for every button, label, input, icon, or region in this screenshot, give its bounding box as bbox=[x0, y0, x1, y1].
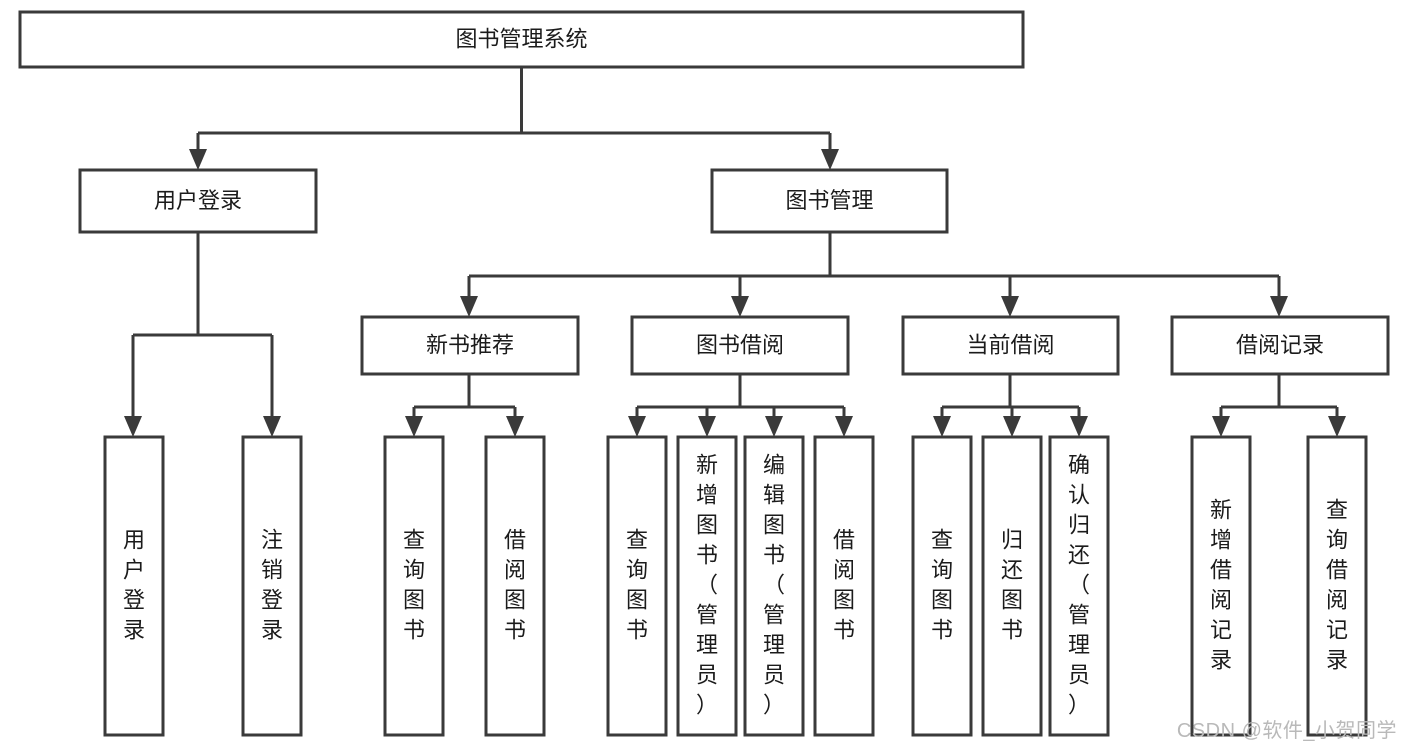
node-label-leaf-add-book: 新增图书（管理员） bbox=[696, 453, 718, 718]
node-leaf-confirm-return[interactable]: 确认归还（管理员） bbox=[1048, 435, 1110, 737]
node-leaf-add-book[interactable]: 新增图书（管理员） bbox=[676, 435, 738, 737]
node-borrow-record[interactable]: 借阅记录 bbox=[1170, 315, 1390, 376]
conn-rec-1-arrow-icon bbox=[405, 416, 423, 437]
csdn-watermark: CSDN @软件_小贺同学 bbox=[1176, 720, 1397, 742]
node-box-borrow-record[interactable] bbox=[1170, 315, 1390, 376]
conn-record-1-arrow-icon bbox=[1212, 416, 1230, 437]
node-leaf-query-book-rec[interactable]: 查询图书 bbox=[383, 435, 445, 737]
node-box-leaf-borrow-book[interactable] bbox=[813, 435, 875, 737]
node-label-leaf-add-record: 新增借阅记录 bbox=[1210, 498, 1232, 673]
node-book-manage[interactable]: 图书管理 bbox=[710, 168, 949, 234]
conn-borrow-3-arrow-icon bbox=[765, 416, 783, 437]
node-box-leaf-return-book[interactable] bbox=[981, 435, 1043, 737]
node-user-login[interactable]: 用户登录 bbox=[78, 168, 318, 234]
connector-layer bbox=[124, 67, 1346, 437]
node-leaf-return-book[interactable]: 归还图书 bbox=[981, 435, 1043, 737]
conn-root-to-book-manage-arrow-icon bbox=[821, 149, 839, 170]
node-label-leaf-confirm-return: 确认归还（管理员） bbox=[1068, 453, 1090, 718]
node-leaf-logout[interactable]: 注销登录 bbox=[241, 435, 303, 737]
node-leaf-borrow-book[interactable]: 借阅图书 bbox=[813, 435, 875, 737]
node-label-leaf-query-book-current: 查询图书 bbox=[931, 528, 953, 643]
node-box-new-book-recommend[interactable] bbox=[360, 315, 580, 376]
node-label-leaf-user-login: 用户登录 bbox=[123, 528, 145, 643]
node-box-leaf-add-record[interactable] bbox=[1190, 435, 1252, 737]
conn-current-1-arrow-icon bbox=[933, 416, 951, 437]
conn-borrow-4-arrow-icon bbox=[835, 416, 853, 437]
node-box-leaf-query-record[interactable] bbox=[1306, 435, 1368, 737]
node-label-leaf-borrow-book-rec: 借阅图书 bbox=[504, 528, 526, 643]
node-label-user-login: 用户登录 bbox=[154, 188, 242, 213]
node-book-borrow[interactable]: 图书借阅 bbox=[630, 315, 850, 376]
conn-root-to-user-login-arrow-icon bbox=[189, 149, 207, 170]
node-root[interactable]: 图书管理系统 bbox=[18, 10, 1025, 69]
node-label-current-borrow: 当前借阅 bbox=[966, 332, 1054, 357]
node-box-root[interactable] bbox=[18, 10, 1025, 69]
conn-borrow-2-arrow-icon bbox=[698, 416, 716, 437]
node-label-new-book-recommend: 新书推荐 bbox=[426, 332, 514, 357]
node-label-leaf-logout: 注销登录 bbox=[261, 528, 283, 643]
node-new-book-recommend[interactable]: 新书推荐 bbox=[360, 315, 580, 376]
node-box-current-borrow[interactable] bbox=[901, 315, 1120, 376]
node-label-leaf-query-record: 查询借阅记录 bbox=[1326, 498, 1348, 673]
conn-current-3-arrow-icon bbox=[1070, 416, 1088, 437]
node-leaf-add-record[interactable]: 新增借阅记录 bbox=[1190, 435, 1252, 737]
node-label-leaf-borrow-book: 借阅图书 bbox=[833, 528, 855, 643]
node-current-borrow[interactable]: 当前借阅 bbox=[901, 315, 1120, 376]
conn-bm-1-arrow-icon bbox=[460, 296, 478, 317]
node-box-leaf-borrow-book-rec[interactable] bbox=[484, 435, 546, 737]
node-leaf-user-login[interactable]: 用户登录 bbox=[103, 435, 165, 737]
node-label-borrow-record: 借阅记录 bbox=[1236, 332, 1324, 357]
node-leaf-edit-book[interactable]: 编辑图书（管理员） bbox=[743, 435, 805, 737]
node-leaf-query-record[interactable]: 查询借阅记录 bbox=[1306, 435, 1368, 737]
node-label-root: 图书管理系统 bbox=[455, 26, 587, 51]
node-layer: 图书管理系统用户登录图书管理新书推荐图书借阅当前借阅借阅记录用户登录注销登录查询… bbox=[18, 10, 1390, 737]
conn-bm-2-arrow-icon bbox=[731, 296, 749, 317]
node-box-leaf-query-book-current[interactable] bbox=[911, 435, 973, 737]
node-box-book-manage[interactable] bbox=[710, 168, 949, 234]
node-leaf-query-book-borrow[interactable]: 查询图书 bbox=[606, 435, 668, 737]
conn-current-2-arrow-icon bbox=[1003, 416, 1021, 437]
node-label-leaf-query-book-rec: 查询图书 bbox=[403, 528, 425, 643]
node-label-leaf-query-book-borrow: 查询图书 bbox=[626, 528, 648, 643]
node-box-leaf-user-login[interactable] bbox=[103, 435, 165, 737]
conn-bm-4-arrow-icon bbox=[1270, 296, 1288, 317]
conn-ul-2-arrow-icon bbox=[263, 416, 281, 437]
node-box-leaf-confirm-return[interactable] bbox=[1048, 435, 1110, 737]
node-box-leaf-query-book-rec[interactable] bbox=[383, 435, 445, 737]
node-box-leaf-logout[interactable] bbox=[241, 435, 303, 737]
node-label-book-borrow: 图书借阅 bbox=[696, 332, 784, 357]
conn-rec-2-arrow-icon bbox=[506, 416, 524, 437]
node-leaf-borrow-book-rec[interactable]: 借阅图书 bbox=[484, 435, 546, 737]
node-label-leaf-edit-book: 编辑图书（管理员） bbox=[763, 453, 785, 718]
node-box-user-login[interactable] bbox=[78, 168, 318, 234]
conn-record-2-arrow-icon bbox=[1328, 416, 1346, 437]
node-leaf-query-book-current[interactable]: 查询图书 bbox=[911, 435, 973, 737]
conn-bm-3-arrow-icon bbox=[1001, 296, 1019, 317]
conn-borrow-1-arrow-icon bbox=[628, 416, 646, 437]
node-box-leaf-query-book-borrow[interactable] bbox=[606, 435, 668, 737]
node-box-leaf-edit-book[interactable] bbox=[743, 435, 805, 737]
node-label-leaf-return-book: 归还图书 bbox=[1001, 528, 1023, 643]
conn-ul-1-arrow-icon bbox=[124, 416, 142, 437]
node-label-book-manage: 图书管理 bbox=[785, 188, 873, 213]
node-box-leaf-add-book[interactable] bbox=[676, 435, 738, 737]
node-box-book-borrow[interactable] bbox=[630, 315, 850, 376]
